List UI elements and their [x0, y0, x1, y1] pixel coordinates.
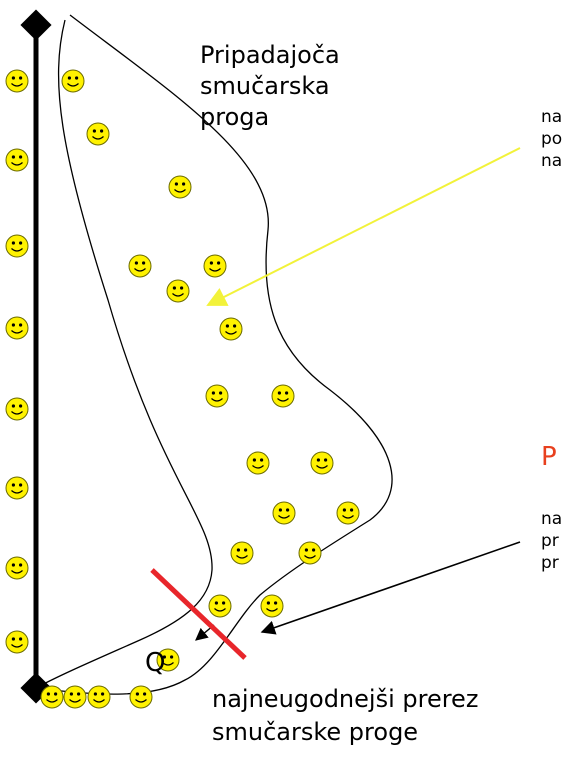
- smiley-face-icon: [272, 501, 296, 525]
- smiley-face-icon: [40, 685, 64, 709]
- side-note-bottom-line-1: na: [541, 509, 563, 529]
- worst-section-line-1: najneugodnejši prerez: [212, 685, 479, 713]
- side-note-bottom-line-3: pr: [541, 553, 559, 573]
- smiley-face-icon: [5, 234, 29, 258]
- cross-section-line: [150, 568, 247, 660]
- smiley-face-icon: [298, 541, 322, 565]
- smiley-face-icon: [87, 685, 111, 709]
- slope-right-edge: [35, 14, 393, 695]
- smiley-face-icon: [5, 630, 29, 654]
- side-note-top-line-1: na: [541, 107, 563, 127]
- smiley-face-icon: [260, 594, 284, 618]
- smiley-face-icon: [219, 317, 243, 341]
- smiley-face-icon: [5, 476, 29, 500]
- side-note-top-line-2: po: [541, 129, 563, 149]
- smiley-face-icon: [86, 122, 110, 146]
- smiley-face-icon: [336, 501, 360, 525]
- diamond-icon: [20, 9, 52, 41]
- slope-left-edge: [35, 19, 213, 689]
- smiley-face-icon: [246, 451, 270, 475]
- slope-name-line-2: smučarska: [200, 72, 330, 100]
- worst-section-line-2: smučarske proge: [212, 718, 419, 746]
- side-note-top: na po na: [541, 106, 562, 172]
- smiley-face-icon: [230, 541, 254, 565]
- smiley-face-icon: [310, 451, 334, 475]
- smiley-face-icon: [129, 685, 153, 709]
- smiley-face-icon: [5, 69, 29, 93]
- yellow-arrow: [206, 147, 521, 306]
- slope-name-line-3: proga: [200, 103, 270, 131]
- smiley-face-icon: [208, 594, 232, 618]
- smiley-face-icon: [166, 279, 190, 303]
- smiley-face-icon: [63, 685, 87, 709]
- smiley-face-icon: [271, 384, 295, 408]
- smiley-face-icon: [5, 148, 29, 172]
- slope-name-line-1: Pripadajoča: [200, 41, 340, 69]
- smiley-face-icon: [5, 316, 29, 340]
- side-note-top-line-3: na: [541, 151, 563, 171]
- worst-section-label: najneugodnejši prerez smučarske proge: [212, 683, 478, 749]
- side-heading: P: [541, 442, 557, 472]
- slope-name-label: Pripadajoča smučarska proga: [200, 40, 340, 133]
- smiley-face-icon: [203, 254, 227, 278]
- side-note-bottom-line-2: pr: [541, 531, 559, 551]
- smiley-face-icon: [5, 397, 29, 421]
- smiley-face-icon: [128, 254, 152, 278]
- smiley-face-icon: [61, 69, 85, 93]
- section-arrow: [260, 541, 521, 635]
- smiley-face-icon: [168, 175, 192, 199]
- smiley-face-icon: [5, 556, 29, 580]
- smiley-face-icon: [205, 384, 229, 408]
- section-letter-q: Q: [145, 648, 166, 678]
- side-note-bottom: na pr pr: [541, 508, 562, 574]
